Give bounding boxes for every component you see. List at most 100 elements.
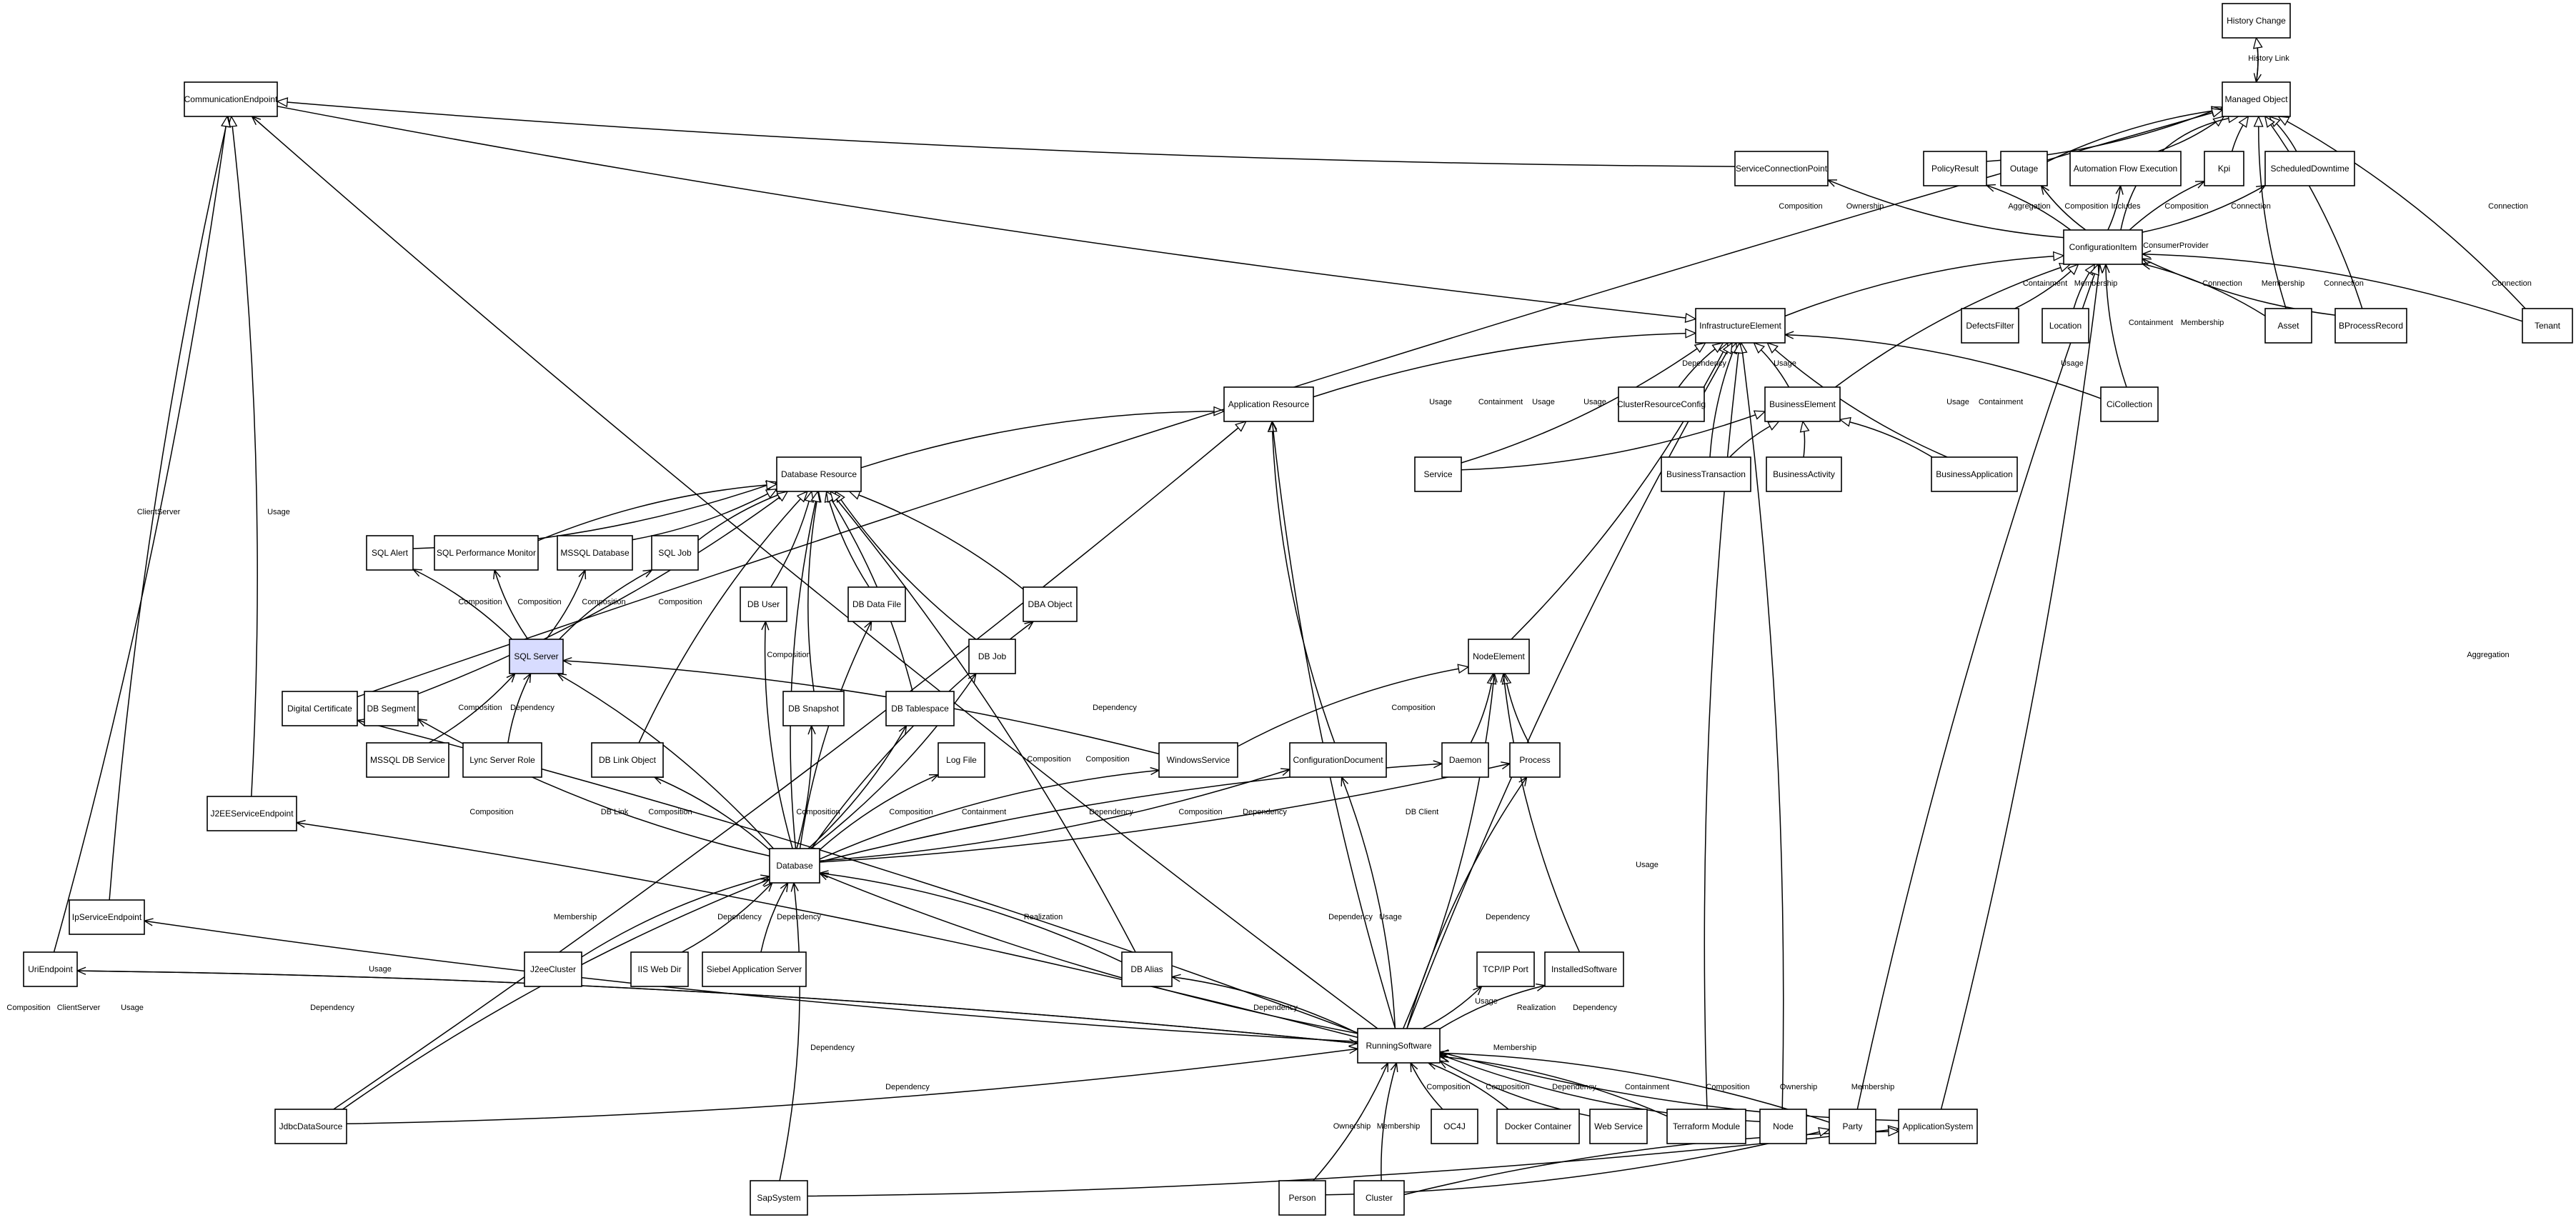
node-j2ee-cluster[interactable]: J2eeCluster — [524, 951, 582, 987]
node-outage[interactable]: Outage — [2000, 151, 2048, 186]
node-defects-filter[interactable]: DefectsFilter — [1961, 308, 2019, 344]
node-asset[interactable]: Asset — [2264, 308, 2312, 344]
node-log-file[interactable]: Log File — [938, 742, 985, 778]
node-web-service[interactable]: Web Service — [1589, 1109, 1648, 1144]
node-cluster[interactable]: Cluster — [1353, 1180, 1405, 1216]
node-label: PolicyResult — [1931, 164, 1979, 174]
node-terraform-module[interactable]: Terraform Module — [1666, 1109, 1746, 1144]
node-box — [1766, 456, 1842, 492]
node-label: BProcessRecord — [2339, 321, 2403, 331]
node-uri-endpoint[interactable]: UriEndpoint — [23, 951, 78, 987]
edge-database-to-db-link-object — [655, 777, 770, 851]
edge-business-application-to-business-element — [1840, 419, 1933, 458]
node-box — [1509, 742, 1561, 778]
node-service-connection-point[interactable]: ServiceConnectionPoint — [1734, 151, 1829, 186]
node-party[interactable]: Party — [1829, 1109, 1876, 1144]
node-database[interactable]: Database — [769, 848, 820, 884]
node-siebel-app-server[interactable]: Siebel Application Server — [702, 951, 807, 987]
node-application-system[interactable]: ApplicationSystem — [1898, 1109, 1978, 1144]
edge-configuration-item-to-scheduled-downtime — [2142, 186, 2265, 233]
node-sql-alert[interactable]: SQL Alert — [366, 535, 414, 571]
node-running-software[interactable]: RunningSoftware — [1357, 1028, 1441, 1064]
node-process[interactable]: Process — [1509, 742, 1561, 778]
edge-lync-server-role-to-sql-server — [507, 674, 531, 744]
edge-running-software-to-node-element — [1403, 674, 1495, 1029]
node-kpi[interactable]: Kpi — [2204, 151, 2244, 186]
node-database-resource[interactable]: Database Resource — [776, 456, 862, 492]
node-label: Database — [776, 861, 813, 871]
node-oc4j[interactable]: OC4J — [1431, 1109, 1478, 1144]
edge-sql-server-to-sql-perf-monitor — [494, 570, 529, 640]
node-sap-system[interactable]: SapSystem — [750, 1180, 808, 1216]
node-mssql-database[interactable]: MSSQL Database — [557, 535, 633, 571]
node-ci-collection[interactable]: CiCollection — [2100, 386, 2159, 422]
node-label: DB Segment — [367, 704, 416, 714]
node-db-job[interactable]: DB Job — [968, 639, 1016, 674]
edge-db-segment-to-database-resource — [417, 491, 787, 695]
node-sql-perf-monitor[interactable]: SQL Performance Monitor — [434, 535, 539, 571]
node-box — [1961, 308, 2019, 344]
node-communication-endpoint[interactable]: CommunicationEndpoint — [184, 81, 278, 117]
node-managed-object[interactable]: Managed Object — [2222, 81, 2291, 117]
node-db-tablespace[interactable]: DB Tablespace — [885, 691, 955, 726]
node-person[interactable]: Person — [1278, 1180, 1326, 1216]
node-iis-web-dir[interactable]: IIS Web Dir — [630, 951, 689, 987]
node-scheduled-downtime[interactable]: ScheduledDowntime — [2264, 151, 2355, 186]
node-sql-server[interactable]: SQL Server — [509, 639, 564, 674]
node-infrastructure-element[interactable]: InfrastructureElement — [1695, 308, 1786, 344]
edge-label-df-containment: Containment — [2023, 279, 2067, 288]
node-dba-object[interactable]: DBA Object — [1023, 586, 1078, 622]
node-history-change[interactable]: History Change — [2222, 3, 2291, 39]
node-business-element[interactable]: BusinessElement — [1764, 386, 1841, 422]
edge-installed-software-to-node-element — [1503, 674, 1581, 953]
node-business-transaction[interactable]: BusinessTransaction — [1661, 456, 1751, 492]
edge-scheduled-downtime-to-managed-object — [2269, 116, 2297, 152]
node-box — [1357, 1028, 1441, 1064]
edge-label-cic-containment: Containment — [2129, 319, 2173, 327]
edge-communication-endpoint-to-infrastructure-element — [277, 106, 1696, 319]
node-node-element[interactable]: NodeElement — [1468, 639, 1530, 674]
node-node[interactable]: Node — [1759, 1109, 1807, 1144]
node-configuration-document[interactable]: ConfigurationDocument — [1289, 742, 1387, 778]
node-box — [1898, 1109, 1978, 1144]
node-configuration-item[interactable]: ConfigurationItem — [2063, 229, 2143, 265]
edge-database-to-db-data-file — [799, 621, 872, 849]
node-business-application[interactable]: BusinessApplication — [1931, 456, 2018, 492]
node-docker-container[interactable]: Docker Container — [1496, 1109, 1580, 1144]
node-business-activity[interactable]: BusinessActivity — [1766, 456, 1842, 492]
node-j2ee-service-endpoint[interactable]: J2EEServiceEndpoint — [207, 796, 297, 831]
node-box — [2069, 151, 2182, 186]
node-jdbc-data-source[interactable]: JdbcDataSource — [274, 1109, 347, 1144]
node-db-alias[interactable]: DB Alias — [1121, 951, 1173, 987]
node-digital-certificate[interactable]: Digital Certificate — [282, 691, 358, 726]
edge-cluster-to-running-software — [1381, 1063, 1397, 1181]
edge-jdbc-data-source-to-application-resource — [333, 421, 1246, 1110]
node-db-data-file[interactable]: DB Data File — [847, 586, 906, 622]
node-db-user[interactable]: DB User — [740, 586, 787, 622]
edge-business-element-to-infrastructure-element — [1754, 343, 1790, 388]
node-location[interactable]: Location — [2042, 308, 2089, 344]
edge-label-svc-usage: Usage — [1429, 398, 1452, 406]
node-application-resource[interactable]: Application Resource — [1223, 386, 1314, 422]
node-ip-service-endpoint[interactable]: IpServiceEndpoint — [69, 899, 145, 935]
node-automation-flow-execution[interactable]: Automation Flow Execution — [2069, 151, 2182, 186]
node-installed-software[interactable]: InstalledSoftware — [1544, 951, 1624, 987]
node-db-segment[interactable]: DB Segment — [364, 691, 419, 726]
node-daemon[interactable]: Daemon — [1441, 742, 1489, 778]
node-db-snapshot[interactable]: DB Snapshot — [782, 691, 845, 726]
node-sql-job[interactable]: SQL Job — [651, 535, 699, 571]
node-tcpip-port[interactable]: TCP/IP Port — [1476, 951, 1535, 987]
node-windows-service[interactable]: WindowsService — [1158, 742, 1238, 778]
edge-label-ci-consumer-provider: ConsumerProvider — [2143, 241, 2209, 250]
node-label: InstalledSoftware — [1551, 964, 1617, 974]
node-policy-result[interactable]: PolicyResult — [1923, 151, 1987, 186]
node-service[interactable]: Service — [1414, 456, 1462, 492]
node-mssql-db-service[interactable]: MSSQL DB Service — [366, 742, 449, 778]
node-cluster-resource-config[interactable]: ClusterResourceConfig — [1617, 386, 1706, 422]
edge-label-bpr-membership: Membership — [2262, 279, 2305, 288]
node-lync-server-role[interactable]: Lync Server Role — [462, 742, 542, 778]
node-db-link-object[interactable]: DB Link Object — [591, 742, 664, 778]
node-tenant[interactable]: Tenant — [2522, 308, 2573, 344]
node-bprocess-record[interactable]: BProcessRecord — [2334, 308, 2407, 344]
